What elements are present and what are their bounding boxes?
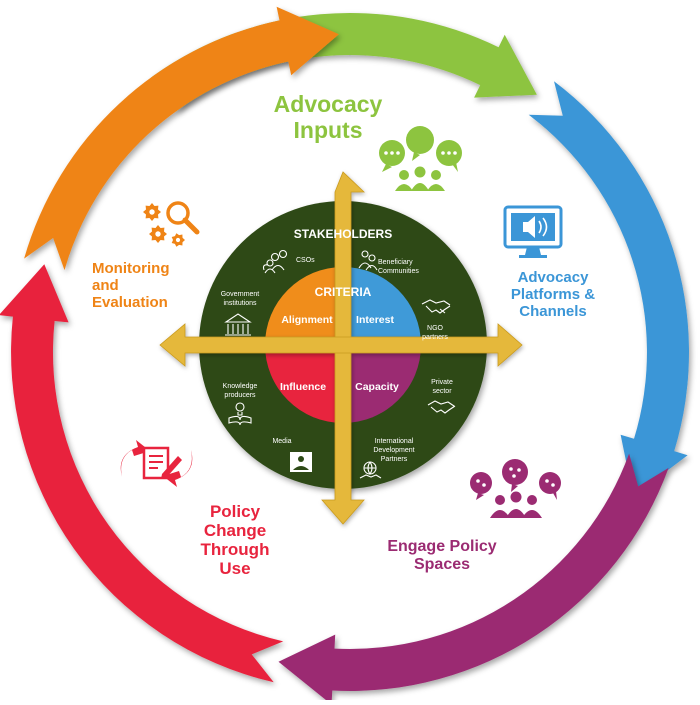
monitor-speaker-icon [503, 205, 563, 258]
advocacy-inputs-line-2: Inputs [293, 116, 363, 143]
monitoring-line-2: and [92, 276, 119, 294]
discussion-dots [476, 467, 555, 487]
stakeholder-labels: CSOs Beneficiary Communities Government … [221, 257, 453, 463]
advocacy-platforms-line-3: Channels [519, 302, 587, 320]
monitoring-line-1: Monitoring [92, 260, 170, 277]
globe-handshake-icon [359, 461, 382, 479]
horizontal-arrow [159, 323, 523, 367]
group-discussion-icon [470, 459, 561, 518]
beneficiary-label-2: Communities [378, 268, 419, 275]
policy-change-line-3: Through [200, 540, 270, 560]
international-label-1: International [375, 438, 414, 445]
engage-policy-arrow [278, 453, 669, 705]
interest-label: Interest [356, 314, 394, 326]
gear-hole [155, 231, 161, 237]
policy-change-line-2: Change [203, 521, 267, 541]
advocacy-platforms-line-1: Advocacy [517, 269, 589, 286]
monitoring-line-3: Evaluation [92, 293, 168, 311]
ngo-label-1: NGO [427, 325, 444, 332]
monitoring-arrow [24, 6, 339, 271]
engage-policy-line-2: Spaces [413, 555, 471, 573]
document-cycle-icon [120, 440, 193, 487]
speech-dots [384, 151, 457, 155]
handshake-icon [421, 299, 451, 314]
private-label-2: sector [432, 388, 452, 395]
engage-policy-label: Engage Policy Spaces [362, 538, 522, 574]
advocacy-platforms-line-2: Platforms & [510, 285, 596, 303]
influence-quadrant [265, 345, 343, 423]
gear-hole [175, 237, 181, 243]
community-icon [358, 250, 378, 271]
media-icon [290, 452, 312, 472]
government-label-1: Government [221, 291, 260, 298]
csos-label: CSOs [296, 257, 315, 264]
engage-policy-line-1: Engage Policy [387, 538, 497, 555]
people-speech-icon [379, 126, 462, 191]
policy-change-line-1: Policy [209, 502, 261, 521]
alignment-label: Alignment [281, 314, 333, 326]
policy-change-label: Policy Change Through Use [180, 502, 290, 578]
criteria-circle [265, 267, 421, 423]
advocacy-platforms-label: Advocacy Platforms & Channels [488, 269, 618, 320]
building-icon [224, 313, 252, 336]
international-label-3: Partners [381, 456, 408, 463]
private-label-1: Private [431, 379, 453, 386]
capacity-label: Capacity [355, 381, 399, 393]
monitoring-label: Monitoring and Evaluation [92, 260, 202, 311]
stakeholders-title: STAKEHOLDERS [294, 227, 392, 241]
capacity-quadrant [343, 345, 421, 423]
gear-hole [149, 209, 155, 215]
influence-label: Influence [280, 381, 326, 393]
knowledge-label-2: producers [224, 392, 256, 399]
stakeholder-icons [224, 249, 456, 479]
group-icon [262, 249, 288, 274]
media-label: Media [272, 438, 291, 445]
advocacy-inputs-line-1: Advocacy [273, 91, 383, 117]
advocacy-inputs-label: Advocacy Inputs [248, 91, 408, 144]
knowledge-label-1: Knowledge [223, 383, 258, 390]
beneficiary-label-1: Beneficiary [378, 259, 413, 266]
international-label-2: Development [373, 447, 414, 454]
policy-change-arrow [0, 264, 284, 683]
handshake-icon [427, 400, 456, 414]
interest-quadrant [343, 267, 421, 345]
cross-arrows [159, 171, 523, 525]
alignment-quadrant [265, 267, 343, 345]
advocacy-platforms-arrow [528, 81, 689, 497]
gears-magnifier-icon [143, 201, 200, 247]
ngo-label-2: partners [422, 334, 448, 341]
policy-change-line-4: Use [219, 559, 251, 579]
government-label-2: institutions [223, 300, 257, 307]
lightbulb-book-icon [228, 402, 252, 426]
criteria-title: CRITERIA [315, 285, 372, 299]
